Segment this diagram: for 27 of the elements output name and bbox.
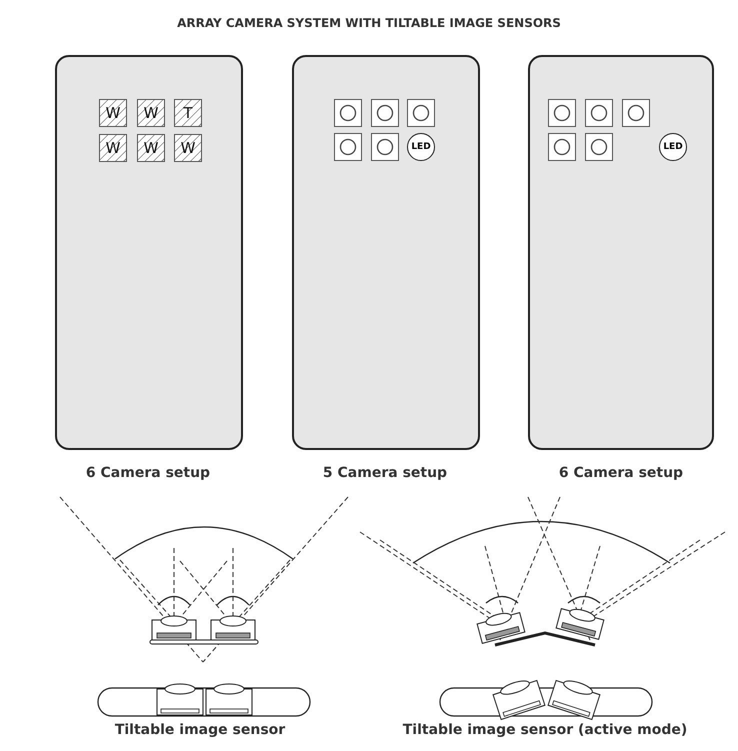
camera-module: W [137,134,165,162]
camera-module: W [99,134,127,162]
flash-circle: LED [407,133,435,161]
camera-lens-square [371,99,399,127]
camera-lens-square [548,99,576,127]
camera-lens-square [407,99,435,127]
camera-lens-square [334,99,362,127]
camera-module: W [174,134,202,162]
camera-lens-square [585,99,613,127]
camera-lens-square [371,133,399,161]
node-label: 6 Camera setup [558,465,684,481]
camera-lens-square [548,133,576,161]
flash-circle: LED [659,133,687,161]
phone-body [528,55,714,450]
camera-module: T [174,99,202,127]
node-label: 6 Camera setup [86,465,210,481]
camera-module: W [99,99,127,127]
node-label: 5 Camera setup [322,465,448,481]
camera-module: W [137,99,165,127]
diagram-title: ARRAY CAMERA SYSTEM WITH TILTABLE IMAGE SENSORS [177,16,561,30]
camera-lens-square [622,99,650,127]
camera-lens-square [585,133,613,161]
camera-lens-square [334,133,362,161]
drawing-caption: Tiltable image sensor (active mode) [402,722,688,738]
drawing-caption: Tiltable image sensor [114,722,286,738]
phone-body [55,55,243,450]
phone-body [292,55,480,450]
